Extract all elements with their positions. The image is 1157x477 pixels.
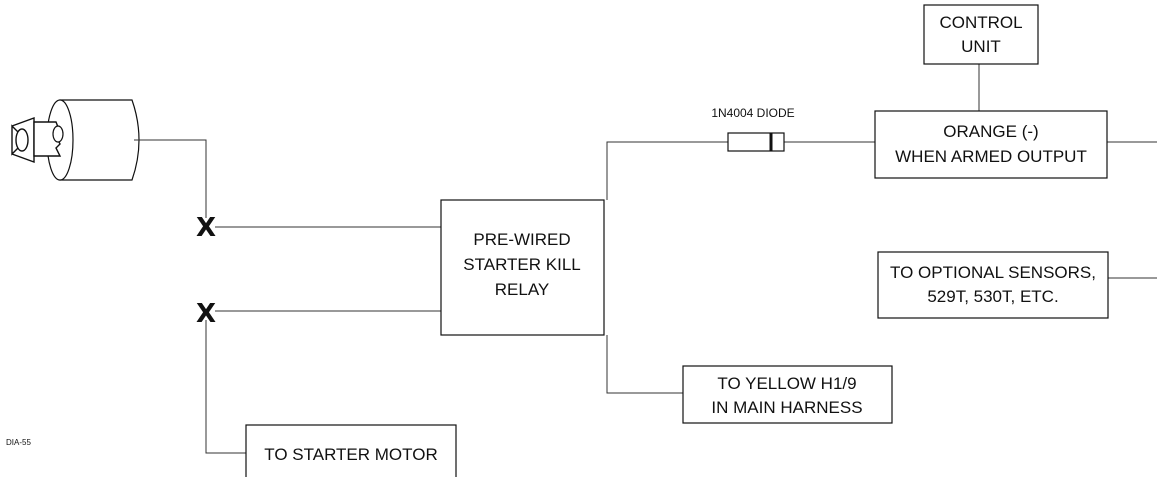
- optional-sensors-line-2: 529T, 530T, ETC.: [927, 287, 1058, 306]
- orange-output-line-1: ORANGE (-): [943, 122, 1038, 141]
- relay-line-3: RELAY: [495, 280, 550, 299]
- yellow-h19-line-1: TO YELLOW H1/9: [717, 374, 856, 393]
- wires: [134, 64, 1157, 454]
- diode-label: 1N4004 DIODE: [711, 106, 794, 120]
- cut-mark-upper: X: [196, 213, 216, 243]
- starter-motor-box: TO STARTER MOTOR: [245, 424, 457, 477]
- diode-icon: [727, 132, 785, 152]
- yellow-h19-line-2: IN MAIN HARNESS: [711, 398, 862, 417]
- yellow-h19-box: TO YELLOW H1/9 IN MAIN HARNESS: [682, 365, 893, 424]
- ignition-key-icon: [11, 99, 140, 181]
- cut-mark-lower: X: [196, 299, 216, 329]
- control-unit-box: CONTROL UNIT: [923, 4, 1039, 65]
- relay-line-1: PRE-WIRED: [473, 230, 570, 249]
- orange-output-box: ORANGE (-) WHEN ARMED OUTPUT: [874, 110, 1108, 179]
- relay-box: PRE-WIRED STARTER KILL RELAY: [440, 199, 605, 336]
- figure-id: DIA-55: [6, 438, 31, 447]
- optional-sensors-box: TO OPTIONAL SENSORS, 529T, 530T, ETC.: [877, 251, 1109, 319]
- optional-sensors-line-1: TO OPTIONAL SENSORS,: [890, 263, 1096, 282]
- orange-output-line-2: WHEN ARMED OUTPUT: [895, 147, 1087, 166]
- relay-line-2: STARTER KILL: [463, 255, 580, 274]
- control-unit-line-1: CONTROL: [939, 13, 1022, 32]
- starter-motor-label: TO STARTER MOTOR: [264, 445, 437, 464]
- control-unit-line-2: UNIT: [961, 37, 1001, 56]
